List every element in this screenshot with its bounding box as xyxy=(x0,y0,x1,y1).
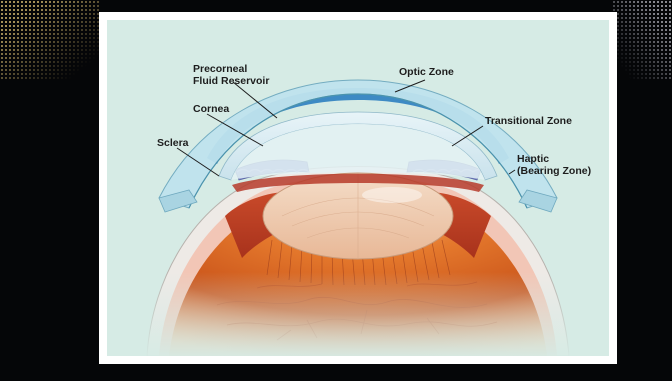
label-cornea: Cornea xyxy=(193,103,229,115)
label-haptic-line2: (Bearing Zone) xyxy=(517,165,591,177)
slide-frame: Precorneal Fluid Reservoir Cornea Sclera… xyxy=(99,12,617,364)
background-dot-pattern-right xyxy=(612,0,672,80)
label-optic-zone: Optic Zone xyxy=(399,66,454,78)
label-haptic-line1: Haptic xyxy=(517,153,549,165)
label-sclera: Sclera xyxy=(157,137,189,149)
eye-illustration: Precorneal Fluid Reservoir Cornea Sclera… xyxy=(107,20,609,356)
label-transitional-zone: Transitional Zone xyxy=(485,115,572,127)
background-dot-pattern-left xyxy=(0,0,100,80)
label-precorneal-line1: Precorneal xyxy=(193,63,247,75)
label-precorneal-line2: Fluid Reservoir xyxy=(193,75,269,87)
bottom-fade xyxy=(107,20,609,356)
eye-diagram: Precorneal Fluid Reservoir Cornea Sclera… xyxy=(107,20,609,356)
